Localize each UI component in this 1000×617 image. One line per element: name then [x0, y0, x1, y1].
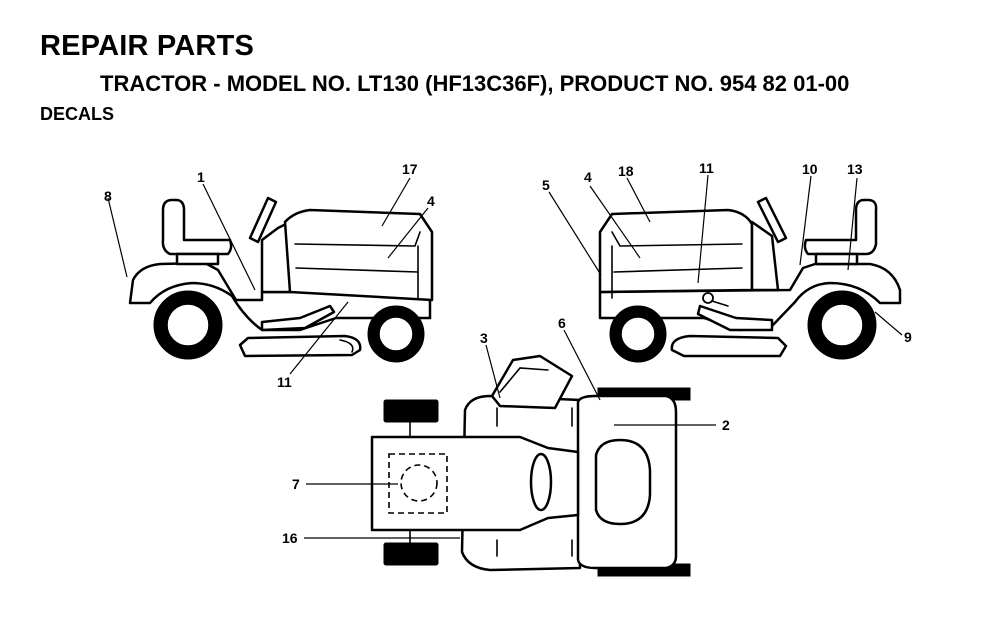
- top-front-wheel-lower: [383, 542, 439, 566]
- callout-3: 3: [480, 330, 488, 346]
- top-front-wheel-upper: [383, 399, 439, 423]
- right-steering-wheel: [756, 196, 788, 244]
- callout-16: 16: [282, 530, 298, 546]
- right-seat-back: [803, 198, 878, 256]
- callout-17: 17: [402, 161, 418, 177]
- tractor-right-view: 5 4 18 11 10 13 9: [542, 160, 912, 363]
- callout-11-left: 11: [277, 374, 292, 390]
- callout-4-right: 4: [584, 169, 592, 185]
- callout-1: 1: [197, 169, 205, 185]
- right-rear-fender: [598, 262, 902, 332]
- callout-18: 18: [618, 163, 634, 179]
- left-rear-fender: [128, 261, 432, 332]
- top-steering-wheel: [490, 354, 574, 410]
- tractor-top-view: 3 6 2 7 16: [282, 315, 730, 577]
- callout-5: 5: [542, 177, 550, 193]
- ignition-key-icon: [702, 292, 714, 304]
- right-hood: [598, 208, 754, 294]
- page-title: REPAIR PARTS: [40, 30, 255, 62]
- page-subtitle: TRACTOR - MODEL NO. LT130 (HF13C36F), PR…: [100, 71, 850, 96]
- callout-4-left: 4: [427, 193, 435, 209]
- callout-11-right: 11: [699, 160, 714, 176]
- right-footrest: [696, 304, 774, 332]
- left-seat-base: [175, 252, 220, 266]
- callout-8: 8: [104, 188, 112, 204]
- right-seat-base: [814, 252, 859, 266]
- left-seat-back: [161, 198, 233, 256]
- tractor-left-view: 8 1 17 4 11: [104, 161, 435, 390]
- left-hood: [283, 208, 434, 302]
- top-dash: [529, 452, 553, 512]
- callout-6: 6: [558, 315, 566, 331]
- left-steering-wheel: [248, 196, 278, 244]
- top-hood: [370, 435, 580, 532]
- left-mower-deck: [238, 334, 362, 358]
- callout-13: 13: [847, 161, 863, 177]
- callout-10: 10: [802, 161, 818, 177]
- left-footrest: [260, 304, 336, 332]
- top-seat: [594, 438, 652, 526]
- callout-9: 9: [904, 329, 912, 345]
- right-mower-deck: [670, 334, 788, 358]
- callout-2: 2: [722, 417, 730, 433]
- section-heading: DECALS: [40, 104, 115, 124]
- top-hood-decal-circle: [400, 464, 438, 502]
- callout-7: 7: [292, 476, 300, 492]
- right-dash: [750, 220, 780, 292]
